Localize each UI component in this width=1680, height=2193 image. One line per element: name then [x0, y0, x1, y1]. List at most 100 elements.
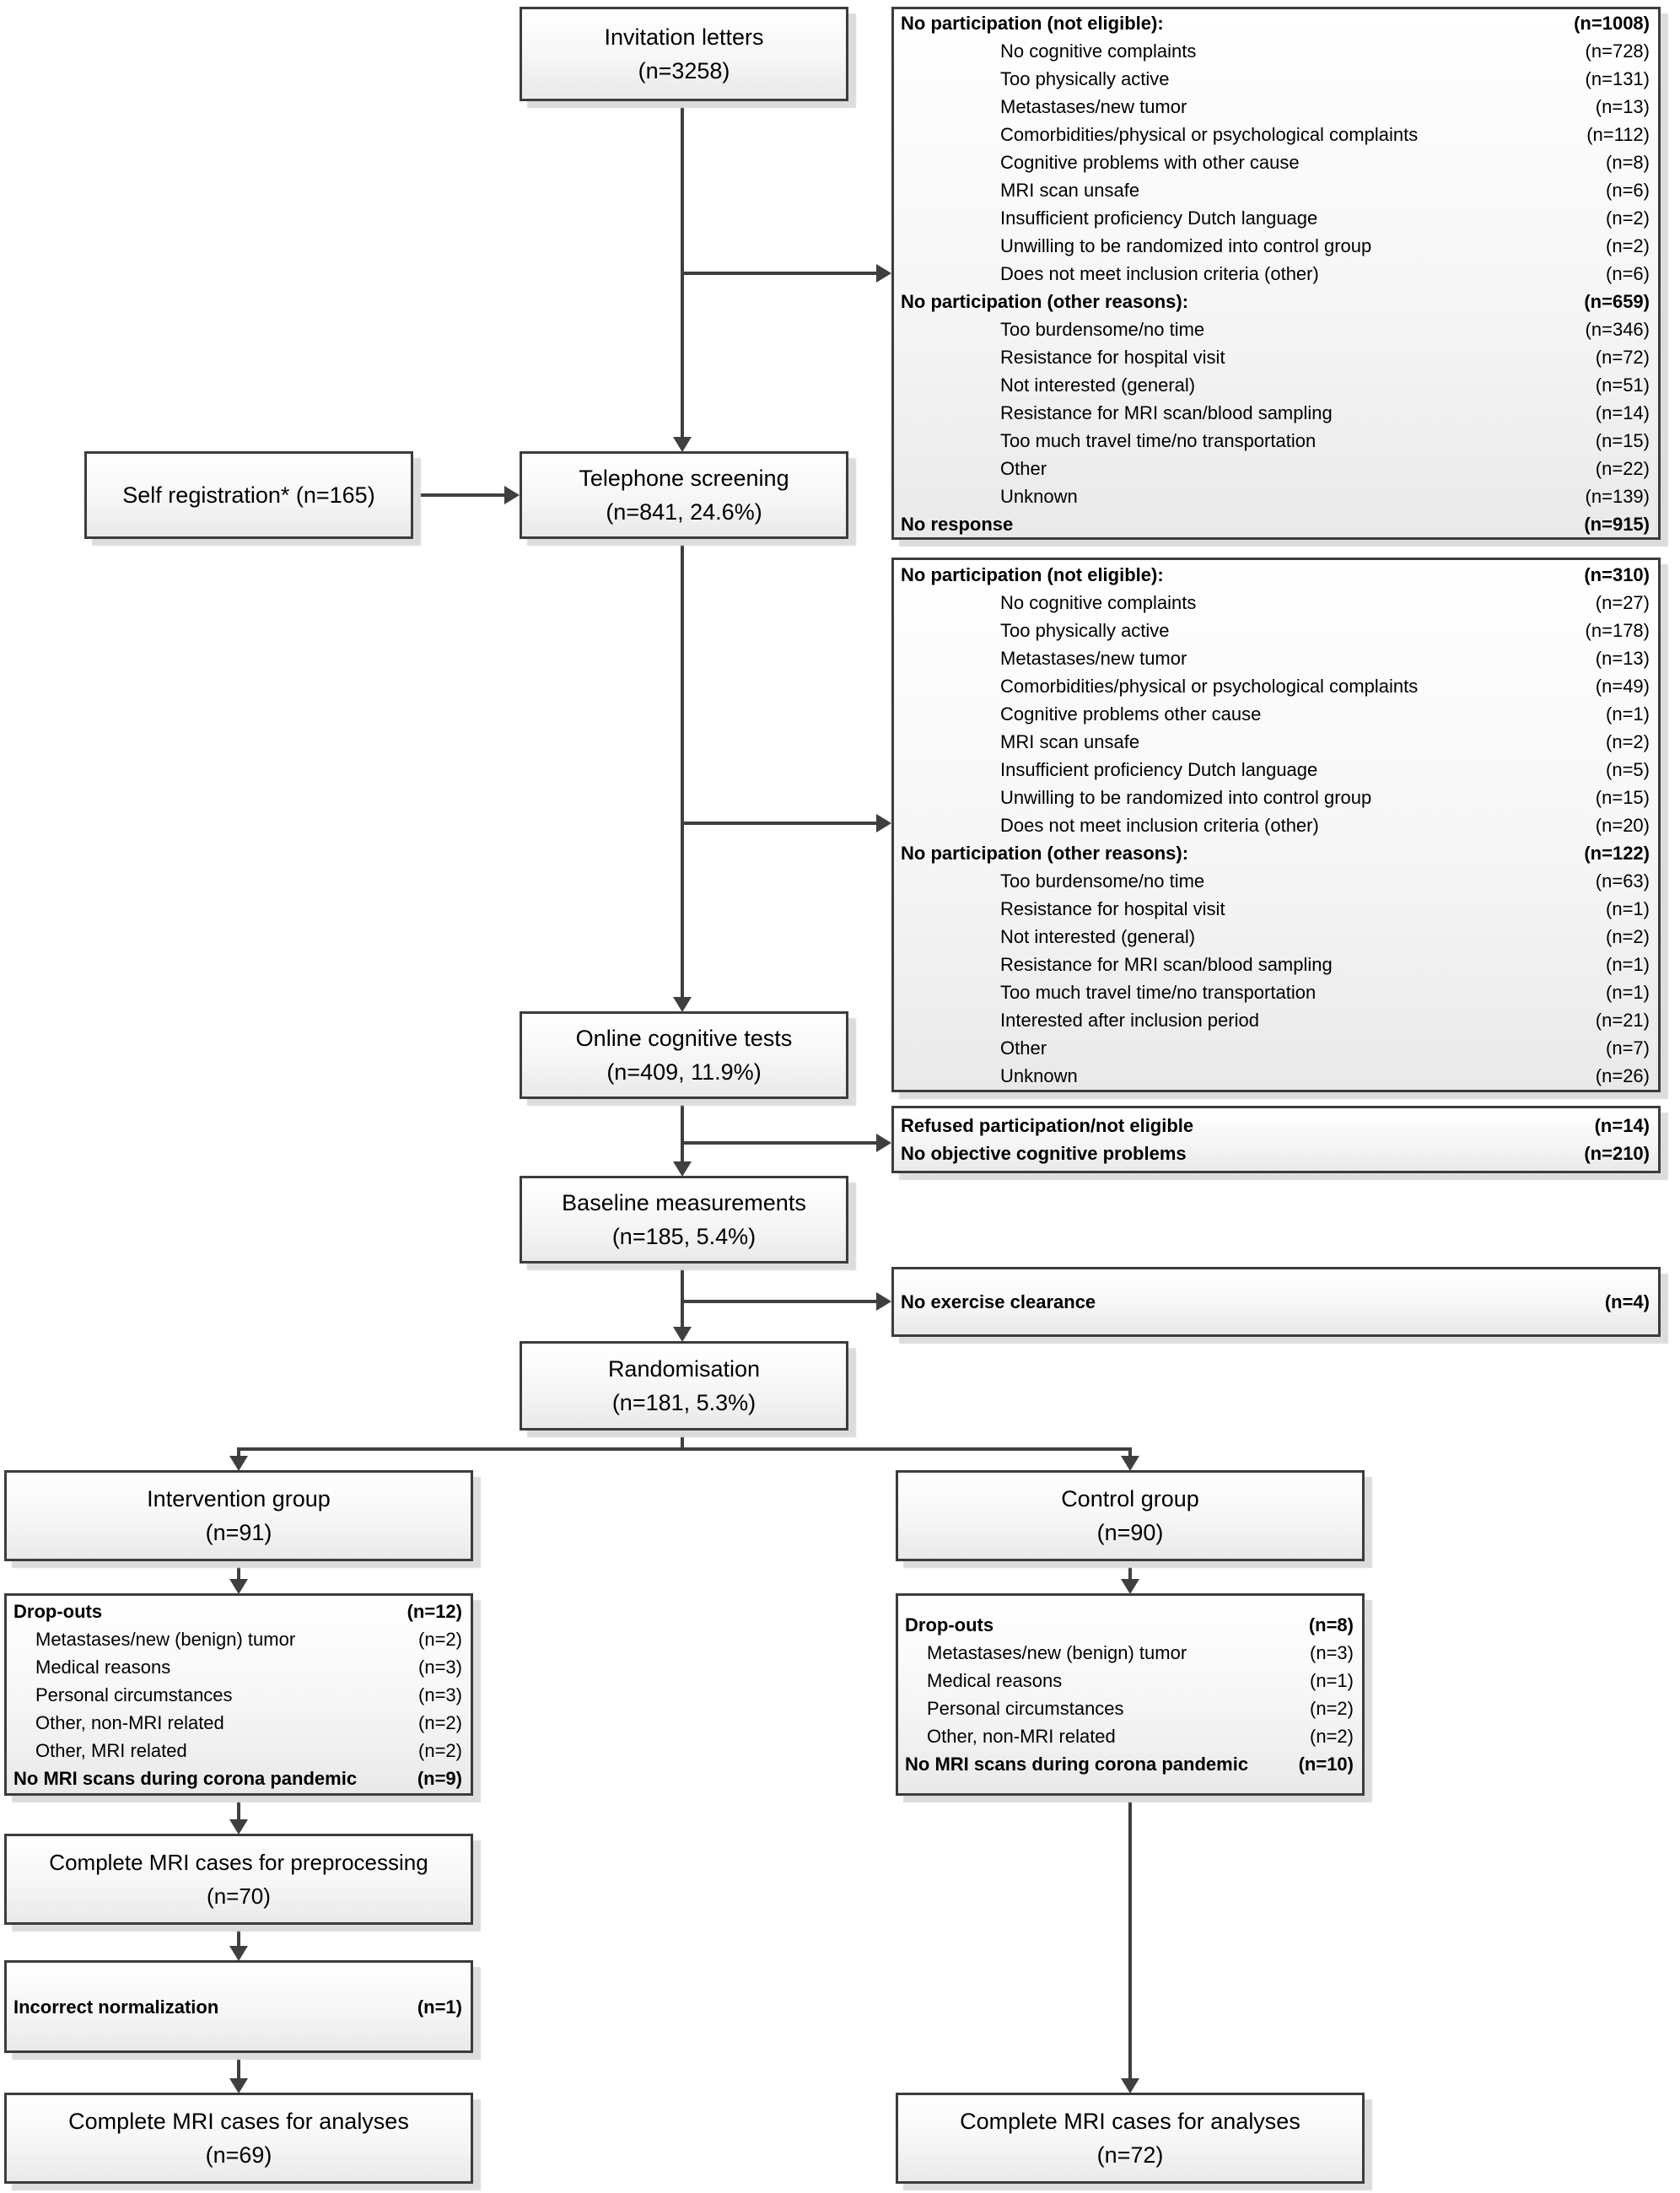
row-count: (n=13): [1595, 647, 1650, 669]
arrow-split-left-stem: [237, 1447, 240, 1459]
arrow-branch-exclusions-4: [681, 1300, 876, 1303]
list-row: Comorbidities/physical or psychological …: [901, 121, 1650, 148]
row-count: (n=178): [1585, 619, 1650, 641]
row-label: MRI scan unsafe: [1000, 730, 1140, 752]
row-label: Too burdensome/no time: [1000, 318, 1205, 340]
box-count: (n=185, 5.4%): [611, 1224, 757, 1249]
row-label: Other, non-MRI related: [35, 1711, 224, 1733]
list-row: No objective cognitive problems(n=210): [901, 1140, 1650, 1167]
list-row: Cognitive problems with other cause(n=8): [901, 148, 1650, 176]
list-row: MRI scan unsafe(n=2): [901, 728, 1650, 756]
list-row: Unwilling to be randomized into control …: [901, 232, 1650, 260]
row-count: (n=9): [417, 1767, 462, 1789]
list-row: Not interested (general)(n=51): [901, 371, 1650, 399]
box-count: (n=91): [205, 1520, 272, 1545]
row-count: (n=6): [1606, 179, 1650, 201]
row-label: Does not meet inclusion criteria (other): [1000, 262, 1319, 284]
row-label: Too burdensome/no time: [1000, 870, 1205, 892]
row-label: No objective cognitive problems: [901, 1143, 1187, 1164]
list-row: Too physically active (n=178): [901, 617, 1650, 644]
arrow-randomisation-stem: [681, 1429, 684, 1451]
list-row: No MRI scans during corona pandemic (n=9): [13, 1765, 462, 1792]
row-count: (n=3): [418, 1684, 462, 1705]
row-label: Not interested (general): [1000, 374, 1196, 396]
row-label: Resistance for hospital visit: [1000, 346, 1225, 368]
box-title: Complete MRI cases for analyses: [960, 2109, 1300, 2134]
row-label: No MRI scans during corona pandemic: [13, 1767, 358, 1789]
row-count: (n=2): [1606, 925, 1650, 947]
row-label: Cognitive problems other cause: [1000, 703, 1262, 725]
row-label: MRI scan unsafe: [1000, 179, 1140, 201]
box-count: (n=72): [1096, 2142, 1164, 2168]
randomisation-box: Randomisation (n=181, 5.3%): [520, 1341, 848, 1431]
arrow-randomisation-split: [237, 1447, 1132, 1451]
arrowhead-intervention: [229, 1456, 248, 1471]
list-row: Interested after inclusion period(n=21): [901, 1006, 1650, 1034]
baseline-measurements-box: Baseline measurements (n=185, 5.4%): [520, 1176, 848, 1264]
list-row: Too burdensome/no time (n=346): [901, 315, 1650, 343]
row-label: Too much travel time/no transportation: [1000, 429, 1317, 451]
arrowhead-dropouts-right: [1121, 1579, 1139, 1594]
arrow-telephone-to-online: [681, 537, 684, 998]
row-label: Unknown: [1000, 485, 1078, 507]
dropouts-control-box: Drop-outs(n=8)Metastases/new (benign) tu…: [896, 1593, 1365, 1796]
row-label: No response: [901, 513, 1014, 535]
row-count: (n=4): [1604, 1291, 1650, 1312]
row-count: (n=1): [417, 1996, 462, 2018]
row-count: (n=12): [407, 1600, 462, 1622]
list-row: Drop-outs(n=12): [13, 1598, 462, 1625]
row-count: (n=1): [1606, 897, 1650, 919]
row-count: (n=131): [1585, 67, 1650, 89]
row-label: Too physically active: [1000, 619, 1170, 641]
arrowhead-preprocessing: [229, 1819, 248, 1835]
row-label: No MRI scans during corona pandemic: [905, 1754, 1249, 1775]
analyses-intervention-box: Complete MRI cases for analyses (n=69): [4, 2093, 473, 2184]
list-row: No MRI scans during corona pandemic(n=10…: [905, 1750, 1354, 1778]
analyses-control-box: Complete MRI cases for analyses (n=72): [896, 2093, 1365, 2184]
row-count: (n=20): [1595, 814, 1650, 836]
row-count: (n=7): [1606, 1037, 1650, 1059]
list-row: Too much travel time/no transportation(n…: [901, 978, 1650, 1006]
row-label: Unknown: [1000, 1064, 1078, 1086]
box-count: (n=70): [207, 1883, 271, 1909]
arrowhead-randomisation: [673, 1327, 692, 1342]
list-row: No participation (not eligible):(n=310): [901, 561, 1650, 589]
row-label: Unwilling to be randomized into control …: [1000, 786, 1372, 808]
row-count: (n=15): [1595, 786, 1650, 808]
arrow-split-right-stem: [1128, 1447, 1132, 1459]
list-row: Other, non-MRI related(n=2): [13, 1709, 462, 1737]
box-title: Intervention group: [147, 1486, 331, 1511]
online-cognitive-tests-box: Online cognitive tests (n=409, 11.9%): [520, 1011, 848, 1099]
row-count: (n=63): [1595, 870, 1650, 892]
list-row: Cognitive problems other cause(n=1): [901, 700, 1650, 728]
arrow-preprocessing-to-normalization: [237, 1923, 240, 1948]
row-count: (n=15): [1595, 429, 1650, 451]
list-row: No participation (not eligible):(n=1008): [901, 9, 1650, 37]
row-count: (n=1): [1606, 953, 1650, 975]
row-count: (n=8): [1606, 151, 1650, 173]
list-row: Does not meet inclusion criteria (other)…: [901, 260, 1650, 288]
row-count: (n=2): [1310, 1698, 1354, 1719]
box-title: Baseline measurements: [562, 1190, 806, 1215]
list-row: No cognitive complaints(n=728): [901, 37, 1650, 65]
row-count: (n=6): [1606, 262, 1650, 284]
list-row: No response(n=915): [901, 510, 1650, 538]
arrow-invitation-to-telephone: [681, 101, 684, 438]
row-count: (n=8): [1308, 1614, 1354, 1635]
arrowhead-online: [673, 997, 692, 1012]
row-count: (n=1): [1606, 981, 1650, 1003]
list-row: Other(n=22): [901, 455, 1650, 482]
box-count: (n=69): [205, 2142, 272, 2168]
row-count: (n=5): [1606, 758, 1650, 780]
row-count: (n=346): [1585, 318, 1650, 340]
list-row: Personal circumstances(n=3): [13, 1681, 462, 1709]
list-row: Metastases/new (benign) tumor(n=2): [13, 1625, 462, 1653]
row-label: Medical reasons: [35, 1656, 171, 1678]
list-row: Medical reasons(n=1): [905, 1667, 1354, 1695]
box-count: (n=841, 24.6%): [606, 499, 762, 525]
box-count: (n=181, 5.3%): [611, 1390, 757, 1415]
row-label: Too physically active: [1000, 67, 1170, 89]
box-title: Self registration* (n=165): [122, 482, 375, 508]
arrow-selfreg-to-telephone: [413, 493, 504, 497]
row-label: Unwilling to be randomized into control …: [1000, 234, 1372, 256]
